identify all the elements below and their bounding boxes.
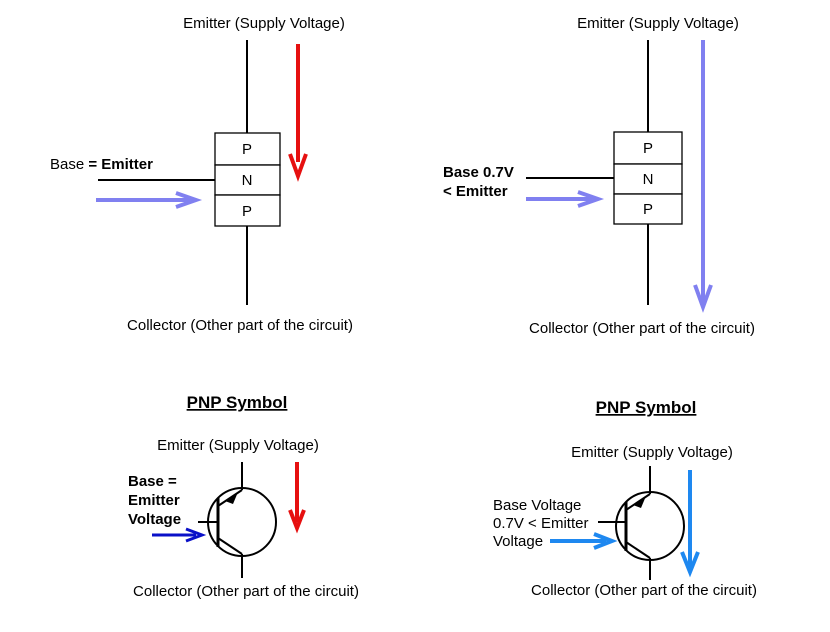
base-label-line1: Base = <box>128 473 177 490</box>
base-arrow-lavender <box>526 190 605 208</box>
pnp-symbol-title: PNP Symbol <box>187 393 288 412</box>
base-label: Base = Emitter <box>50 156 153 173</box>
emitter-label: Emitter (Supply Voltage) <box>571 444 733 461</box>
emitter-label: Emitter (Supply Voltage) <box>183 15 345 32</box>
layer-p-bottom <box>613 193 683 225</box>
panel-top-right: Emitter (Supply Voltage) P N P Base 0.7V… <box>443 15 755 337</box>
layer-n <box>613 163 683 195</box>
base-arrow-navy <box>152 527 207 543</box>
collector-label: Collector (Other part of the circuit) <box>529 320 755 337</box>
collector-label: Collector (Other part of the circuit) <box>133 583 359 600</box>
base-label-line2: Emitter <box>128 492 180 509</box>
base-label-line2: < Emitter <box>443 183 508 200</box>
panel-bottom-left: PNP Symbol Emitter (Supply Voltage) Base… <box>128 393 359 600</box>
current-arrow-red <box>288 462 306 534</box>
base-arrow-blue <box>550 532 618 550</box>
current-arrow-red <box>288 44 308 182</box>
layer-p-bottom-label: P <box>242 203 252 220</box>
emitter-arrowhead <box>633 496 646 508</box>
pnp-transistor-symbol <box>598 466 685 580</box>
base-label-line1: Base Voltage <box>493 497 581 514</box>
current-arrow-blue <box>680 470 700 578</box>
emitter-label: Emitter (Supply Voltage) <box>157 437 319 454</box>
pnp-symbol-title: PNP Symbol <box>596 398 697 417</box>
base-label-line2: 0.7V < Emitter <box>493 515 588 532</box>
collector-label: Collector (Other part of the circuit) <box>531 582 757 599</box>
layer-n-label: N <box>242 172 253 189</box>
base-label-line1: Base 0.7V <box>443 164 514 181</box>
panel-top-left: Emitter (Supply Voltage) P N P Base = Em… <box>50 15 353 334</box>
pnp-transistor-symbol <box>198 462 277 578</box>
layer-p-top-label: P <box>242 141 252 158</box>
base-label-line3: Voltage <box>493 533 543 550</box>
emitter-label: Emitter (Supply Voltage) <box>577 15 739 32</box>
collector-label: Collector (Other part of the circuit) <box>127 317 353 334</box>
base-arrow-lavender <box>96 191 203 209</box>
layer-p-top-label: P <box>643 140 653 157</box>
layer-n-label: N <box>643 171 654 188</box>
base-label-line3: Voltage <box>128 511 181 528</box>
panel-bottom-right: PNP Symbol Emitter (Supply Voltage) Base… <box>493 398 757 599</box>
collector-diagonal <box>217 537 243 555</box>
collector-diagonal <box>625 541 651 559</box>
current-arrow-lavender <box>693 40 713 313</box>
layer-p-bottom-label: P <box>643 201 653 218</box>
emitter-arrowhead <box>225 492 238 504</box>
